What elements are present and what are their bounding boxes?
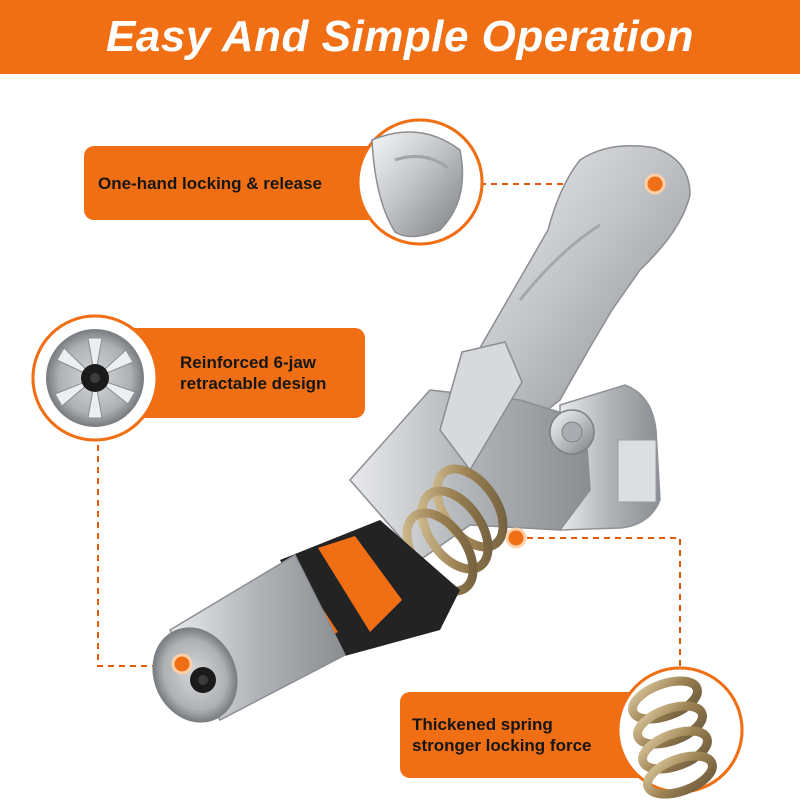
callout-jaw-design-line-2: retractable design	[180, 374, 327, 393]
locator-dots	[171, 173, 666, 675]
callout-spring: Thickened spring stronger locking force	[400, 692, 640, 778]
block-face	[617, 439, 657, 503]
pivot-screw-head	[561, 421, 583, 443]
connector-line-jaw	[97, 445, 176, 667]
callout-jaw-design: Reinforced 6-jaw retractable design	[130, 328, 365, 418]
locator-dot-spring	[505, 527, 527, 549]
connector-line-spring	[516, 537, 681, 670]
locator-dot-jaw	[171, 653, 193, 675]
latch-bracket	[439, 341, 523, 472]
title-banner: Easy And Simple Operation	[0, 0, 800, 74]
nozzle-end-face	[152, 627, 238, 723]
callout-spring-line-2: stronger locking force	[412, 736, 592, 755]
coupler-body	[152, 145, 691, 723]
callout-lever-release: One-hand locking & release	[84, 146, 384, 220]
lever-crease	[518, 223, 601, 301]
grip-band-orange-1	[318, 536, 402, 632]
banner-title: Easy And Simple Operation	[106, 12, 694, 61]
locator-dot-lever	[644, 173, 666, 195]
callout-spring-line-1: Thickened spring	[412, 715, 553, 734]
callout-lever-release-text: One-hand locking & release	[98, 173, 322, 193]
callout-jaw-design-line-1: Reinforced 6-jaw	[180, 353, 317, 372]
